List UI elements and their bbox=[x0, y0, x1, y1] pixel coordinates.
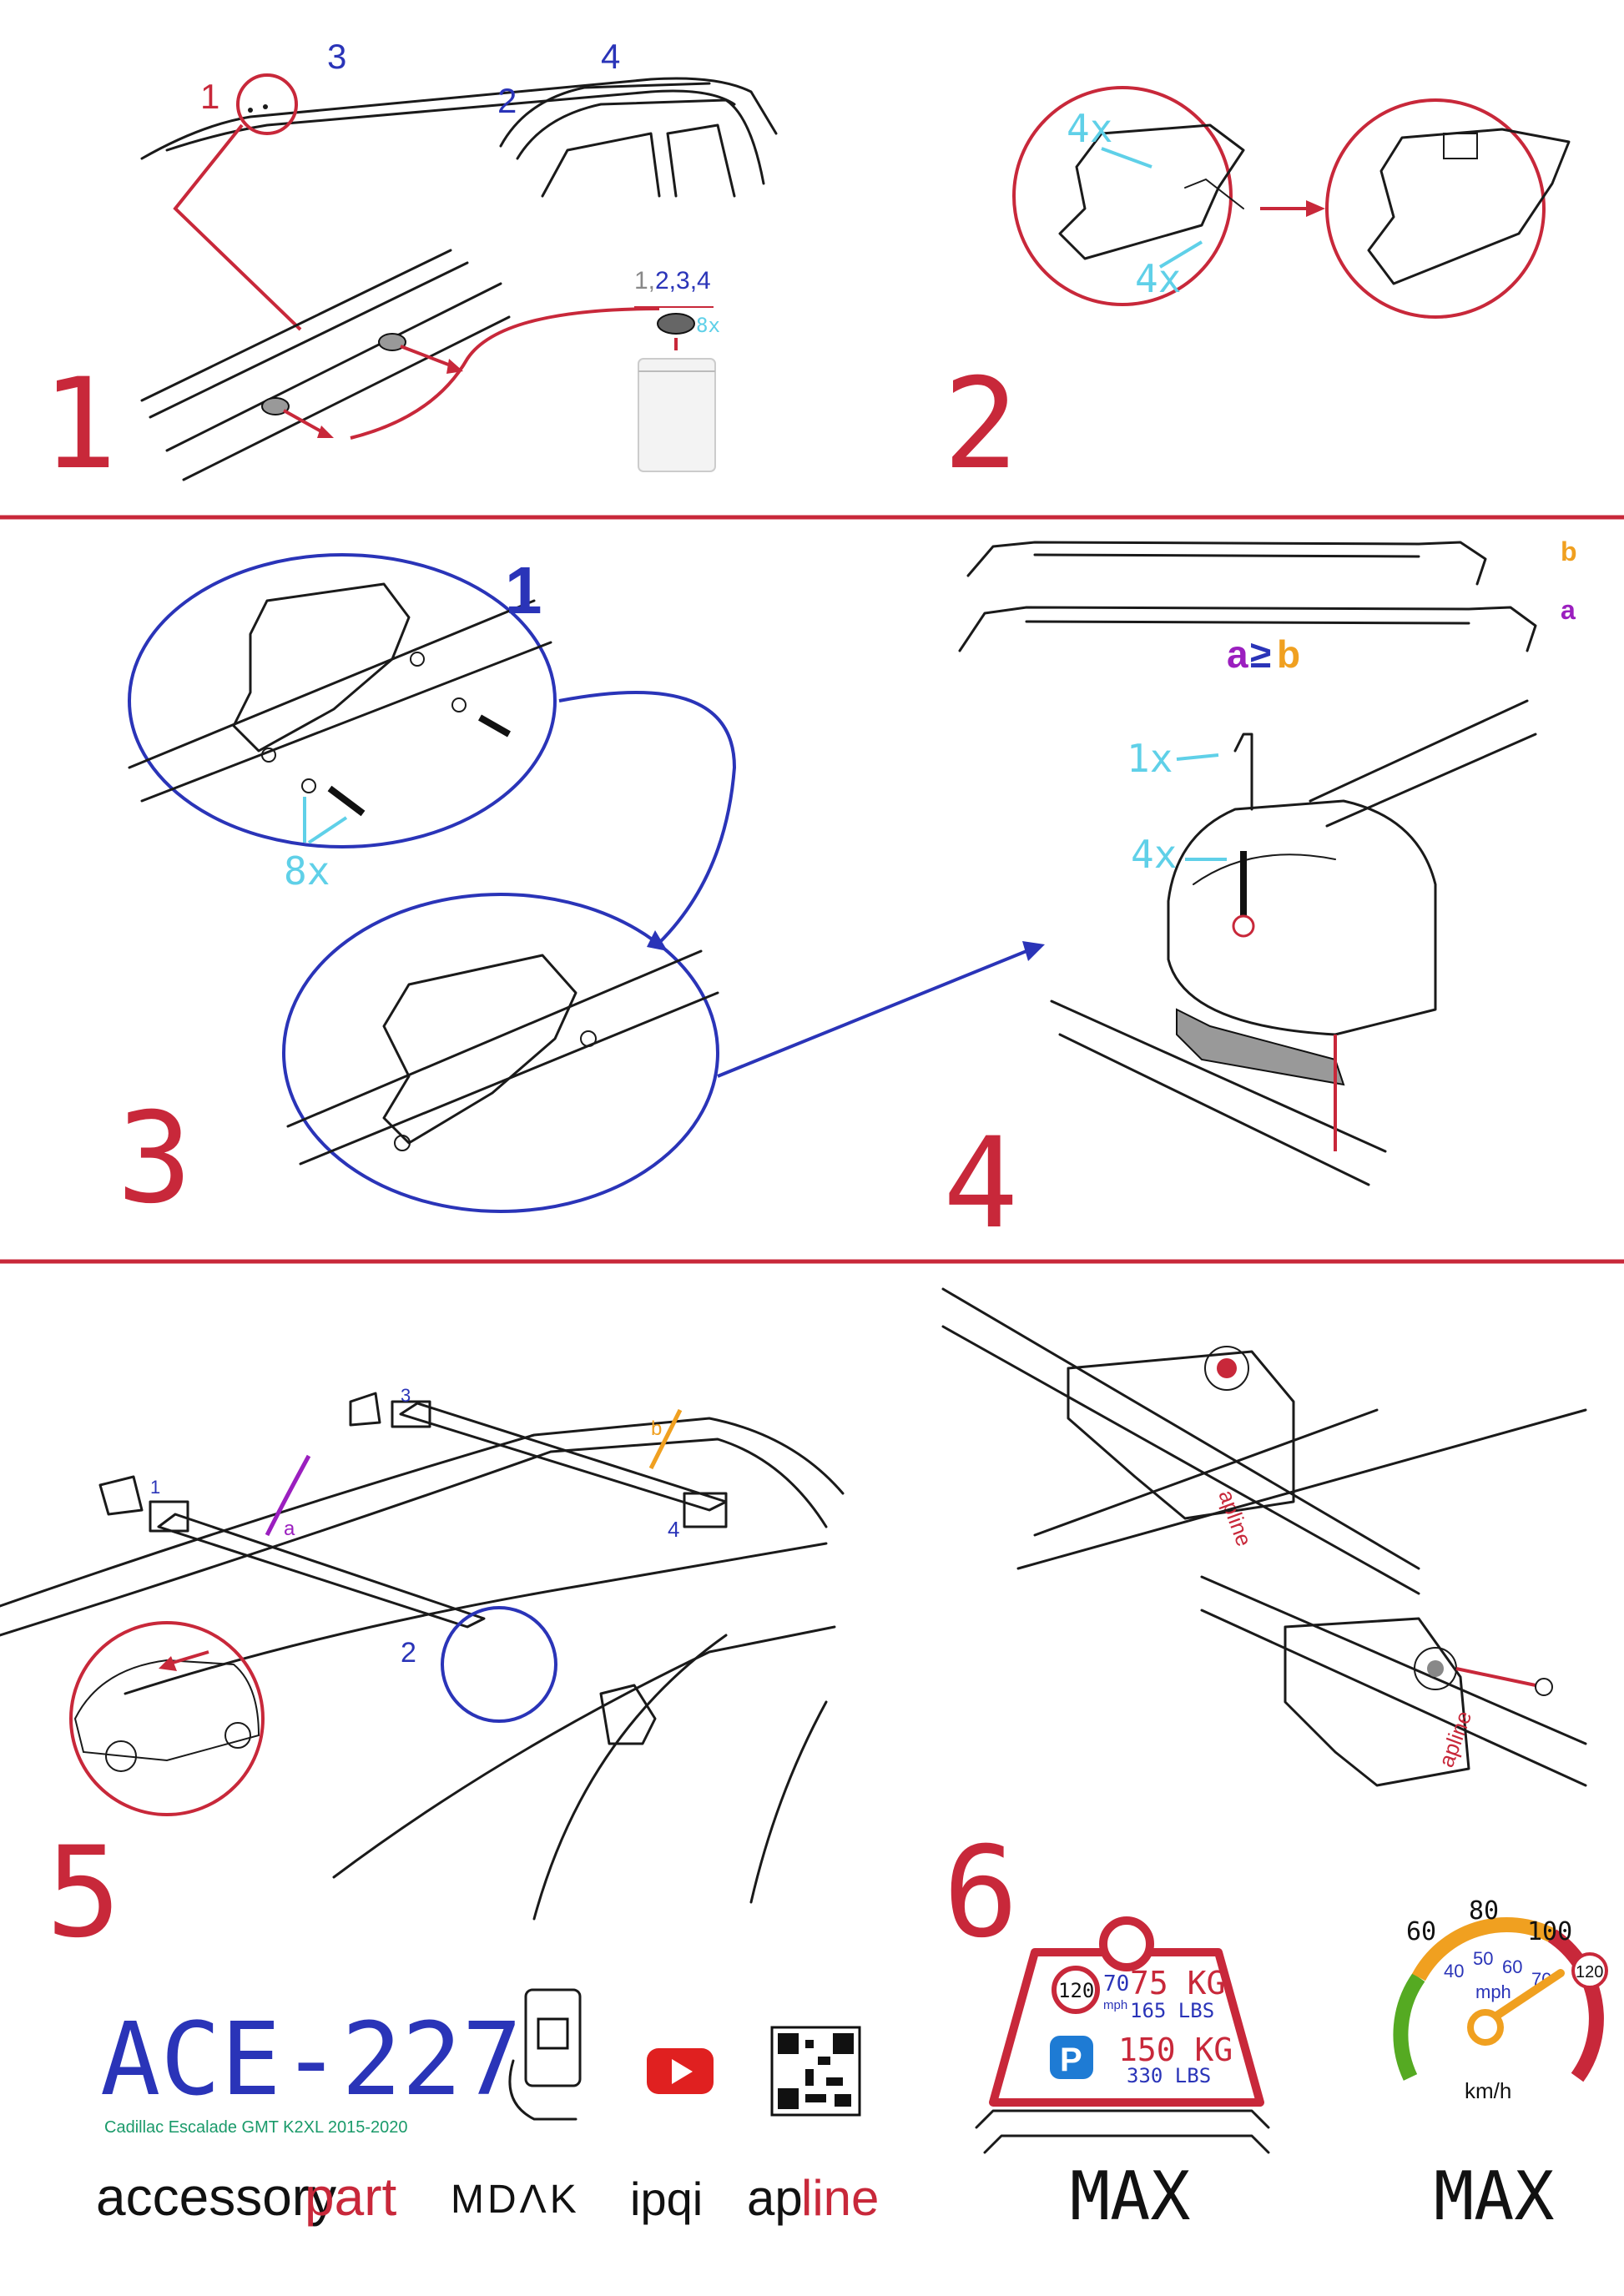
brand-apline-ap: ap bbox=[747, 2170, 803, 2226]
foot-3: 3 bbox=[401, 1385, 411, 1406]
parts-label-blue: 2,3,4 bbox=[655, 267, 711, 295]
lbs-moving: 165 LBS bbox=[1130, 1999, 1214, 2022]
max-speed: MAX bbox=[1434, 2158, 1555, 2235]
qr-code-icon bbox=[770, 2026, 861, 2117]
step5-panel: 1 2 3 4 a b 5 bbox=[0, 1385, 845, 1966]
tool-count: 1x bbox=[1127, 736, 1173, 781]
tick-80: 80 bbox=[1469, 1896, 1499, 1926]
lbs-parked: 330 LBS bbox=[1127, 2064, 1211, 2087]
tick-120: 120 bbox=[1576, 1963, 1603, 1981]
rule-ge: ≥ bbox=[1250, 632, 1271, 676]
mph-small: mph bbox=[1103, 1998, 1127, 2012]
mph-50: 50 bbox=[1473, 1948, 1493, 1969]
foot-4: 4 bbox=[668, 1517, 679, 1542]
step1-panel: 1 3 4 2 1, 2,3,4 8x 1 bbox=[42, 37, 778, 497]
brand-mdak: MDΛK bbox=[451, 2178, 580, 2222]
tick-100: 100 bbox=[1527, 1917, 1572, 1946]
step-number-6: 6 bbox=[943, 1820, 1018, 1966]
count-4x-top: 4x bbox=[1067, 106, 1112, 151]
unit-kmh: km/h bbox=[1465, 2078, 1511, 2103]
kg-moving: 75 KG bbox=[1130, 1965, 1225, 2001]
mph-60: 60 bbox=[1502, 1956, 1522, 1977]
tick-60: 60 bbox=[1406, 1917, 1436, 1946]
callout-red-1: 1 bbox=[200, 77, 219, 116]
step-number-1: 1 bbox=[42, 352, 117, 497]
load-weight-icon: 120 70 mph 75 KG 165 LBS P 150 KG 330 LB… bbox=[975, 1916, 1270, 2235]
callout-4: 4 bbox=[601, 37, 620, 76]
step3-panel: 8x 1 3 bbox=[117, 553, 1045, 1231]
speedometer-icon: 60 80 100 120 40 50 60 70 mph km/h MAX bbox=[1393, 1896, 1608, 2235]
foot-2: 2 bbox=[401, 1637, 416, 1669]
mph-label: mph bbox=[1475, 1981, 1511, 2002]
brand-apline-line: line bbox=[801, 2170, 879, 2226]
max-load: MAX bbox=[1070, 2158, 1191, 2235]
parts-label-grey: 1, bbox=[634, 267, 655, 295]
rail-zoom-circle bbox=[236, 73, 298, 135]
product-block: ACE-227 Cadillac Escalade GMT K2XL 2015-… bbox=[96, 1988, 879, 2227]
step-number-5: 5 bbox=[46, 1820, 121, 1966]
product-code: ACE-227 bbox=[100, 2002, 522, 2118]
label-a: a bbox=[1561, 595, 1576, 625]
apline-foot-top: apline bbox=[1213, 1487, 1257, 1549]
parts-count: 8x bbox=[696, 314, 720, 337]
callout-2: 2 bbox=[497, 81, 517, 120]
brand-accessory: accessory bbox=[96, 2167, 336, 2227]
bolt-count: 4x bbox=[1131, 832, 1177, 877]
foot-1: 1 bbox=[150, 1477, 160, 1498]
count-4x-bottom: 4x bbox=[1135, 256, 1181, 301]
rule-b: b bbox=[1277, 632, 1300, 676]
hole-cover-part bbox=[657, 313, 695, 335]
phone-scan-icon bbox=[508, 1988, 582, 2121]
youtube-icon bbox=[647, 2048, 714, 2094]
speed-sign: 120 bbox=[1058, 1979, 1094, 2002]
brand-part: part bbox=[305, 2167, 397, 2227]
parts-bag bbox=[638, 358, 716, 472]
step6-panel: apline apline 6 bbox=[941, 1287, 1587, 1966]
count-8x: 8x bbox=[284, 848, 330, 894]
kg-small: 70 bbox=[1103, 1971, 1129, 1996]
parking-sign: P bbox=[1060, 2042, 1082, 2078]
label-a-step5: a bbox=[284, 1518, 295, 1540]
mph-40: 40 bbox=[1444, 1961, 1464, 1981]
label-b: b bbox=[1561, 536, 1577, 566]
brand-ipqi: ipqi bbox=[630, 2173, 703, 2225]
vehicle-name: Cadillac Escalade GMT K2XL 2015-2020 bbox=[104, 2118, 408, 2137]
step-number-4: 4 bbox=[943, 1111, 1018, 1256]
rail-hole-cover bbox=[378, 333, 406, 351]
kg-parked: 150 KG bbox=[1118, 2032, 1233, 2068]
label-b-step5: b bbox=[651, 1417, 662, 1440]
step-number-2: 2 bbox=[943, 352, 1018, 497]
step-number-3: 3 bbox=[117, 1086, 192, 1231]
step4-panel: b a a ≥ b 1x 4x 4 bbox=[943, 536, 1577, 1256]
rule-a: a bbox=[1227, 632, 1248, 676]
detail-number-1: 1 bbox=[505, 553, 542, 627]
rail-hole-cover bbox=[261, 397, 290, 415]
step2-panel: 4x 4x 2 bbox=[943, 86, 1571, 497]
callout-3: 3 bbox=[327, 37, 346, 76]
apline-foot-bottom: apline bbox=[1433, 1708, 1476, 1770]
